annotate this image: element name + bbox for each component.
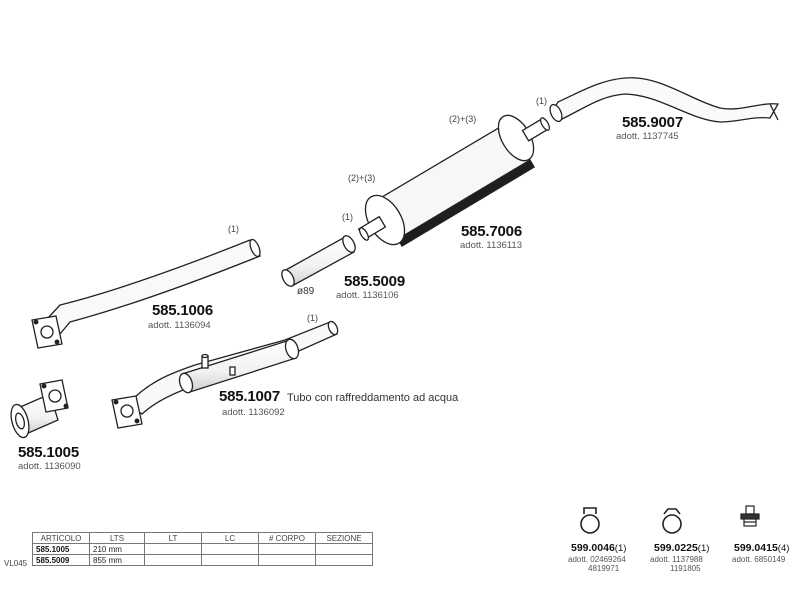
table-cell bbox=[315, 543, 373, 555]
table-cell bbox=[201, 554, 259, 566]
part-number-585-9007: 585.9007 bbox=[622, 114, 683, 131]
accessory-ref: 4819971 bbox=[588, 564, 620, 573]
tail-pipe-585-9007[interactable] bbox=[548, 77, 780, 124]
table-cell: 585.1005 bbox=[32, 543, 90, 555]
part-number-585-1007: 585.1007 bbox=[219, 388, 280, 405]
part-description-585-1007: Tubo con raffreddamento ad acqua bbox=[287, 392, 459, 404]
part-number-585-5009: 585.5009 bbox=[344, 273, 405, 290]
column-header: ARTICOLO bbox=[32, 532, 90, 544]
part-number-585-7006: 585.7006 bbox=[461, 223, 522, 240]
table-cell bbox=[315, 554, 373, 566]
table-header-row: ARTICOLO LTS LT LC # CORPO SEZIONE bbox=[32, 532, 373, 544]
clamp-icon[interactable] bbox=[662, 508, 682, 534]
table-cell bbox=[258, 543, 316, 555]
note-9007: (1) bbox=[536, 96, 547, 106]
table-cell: 585.5009 bbox=[32, 554, 90, 566]
part-ref-585-1006: adott. 1136094 bbox=[148, 320, 211, 331]
table-row: 585.5009 855 mm bbox=[32, 554, 373, 566]
clamp-icon[interactable] bbox=[580, 507, 600, 534]
table-cell bbox=[144, 554, 202, 566]
part-ref-585-1005: adott. 1136090 bbox=[18, 461, 81, 472]
accessory-number: 599.0415(4) bbox=[734, 542, 790, 554]
accessory-ref: adott. 1137988 bbox=[650, 555, 703, 564]
note-5009: (1) bbox=[342, 212, 353, 222]
bolt-icon[interactable] bbox=[740, 505, 760, 527]
column-header: LC bbox=[201, 532, 259, 544]
part-ref-585-9007: adott. 1137745 bbox=[616, 131, 679, 142]
joint-585-1005[interactable] bbox=[8, 379, 69, 439]
column-header: LTS bbox=[89, 532, 145, 544]
accessory-ref: 1191805 bbox=[670, 564, 701, 573]
part-ref-585-5009: adott. 1136106 bbox=[336, 290, 399, 301]
table-cell bbox=[201, 543, 259, 555]
part-ref-585-1007: adott. 1136092 bbox=[222, 407, 285, 418]
table-row: 585.1005 210 mm bbox=[32, 543, 373, 555]
note-1006: (1) bbox=[228, 224, 239, 234]
part-number-585-1005: 585.1005 bbox=[18, 444, 79, 461]
pipe-585-1007[interactable] bbox=[111, 320, 340, 429]
table-cell bbox=[258, 554, 316, 566]
column-header: # CORPO bbox=[258, 532, 316, 544]
diameter-5009: ø89 bbox=[297, 286, 315, 297]
part-number-585-1006: 585.1006 bbox=[152, 302, 213, 319]
table-cell: 210 mm bbox=[89, 543, 145, 555]
note-1007: (1) bbox=[307, 313, 318, 323]
pipe-585-1006[interactable] bbox=[31, 238, 262, 349]
part-ref-585-7006: adott. 1136113 bbox=[460, 240, 522, 251]
note-7006-left: (2)+(3) bbox=[348, 173, 376, 183]
spec-table: ARTICOLO LTS LT LC # CORPO SEZIONE 585.1… bbox=[32, 532, 373, 566]
note-7006-top: (2)+(3) bbox=[449, 114, 477, 124]
column-header: LT bbox=[144, 532, 202, 544]
table-cell bbox=[144, 543, 202, 555]
pipe-585-5009[interactable] bbox=[279, 234, 357, 289]
muffler-585-7006[interactable] bbox=[357, 109, 551, 251]
table-cell: 855 mm bbox=[89, 554, 145, 566]
column-header: SEZIONE bbox=[315, 532, 373, 544]
accessory-ref: adott. 02469264 bbox=[568, 555, 626, 564]
table-row-label: VL045 bbox=[4, 559, 28, 568]
accessory-ref: adott. 6850149 bbox=[732, 555, 786, 564]
accessory-number: 599.0225(1) bbox=[654, 542, 710, 554]
accessory-number: 599.0046(1) bbox=[571, 542, 627, 554]
